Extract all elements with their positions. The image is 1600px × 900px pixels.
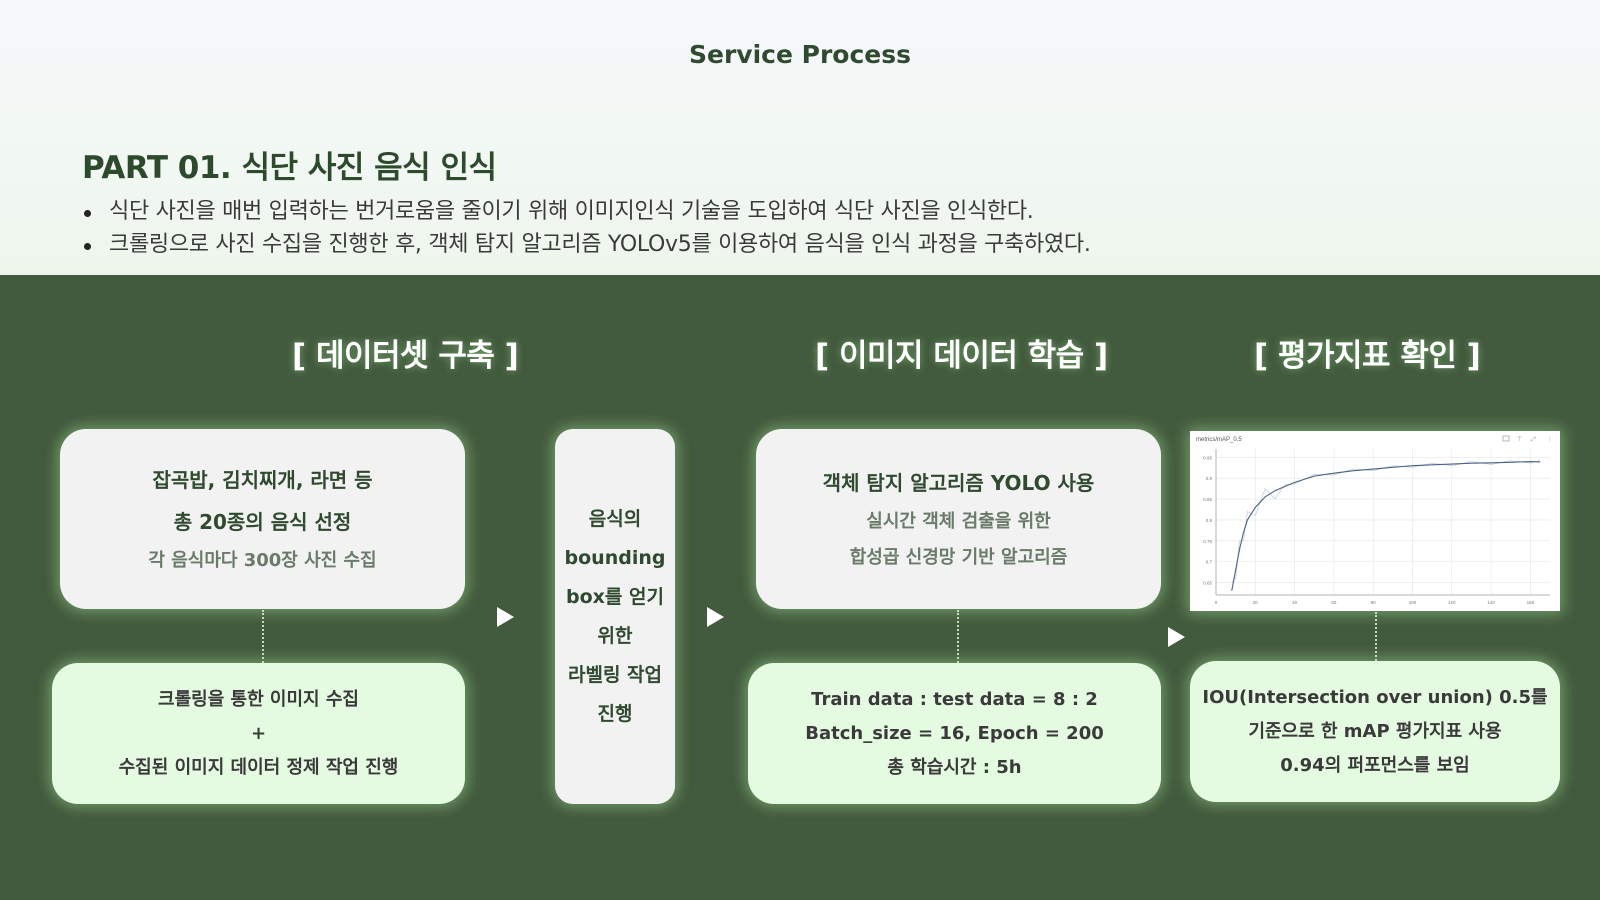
dotted-connector [262,610,264,663]
card-line: 합성곱 신경망 기반 알고리즘 [849,547,1068,568]
card-line: + [250,722,267,744]
x-tick-label: 100 [1409,600,1417,605]
header-section: Service Process PART 01. 식단 사진 음식 인식 식단 … [0,0,1600,275]
description-list: 식단 사진을 매번 입력하는 번거로움을 줄이기 위해 이미지인식 기술을 도입… [82,195,1091,261]
toggle-icon [1502,435,1510,442]
play-arrow-icon [497,607,514,627]
card-line: Batch_size = 16, Epoch = 200 [805,722,1104,744]
slide-title: Service Process [689,40,911,69]
y-tick-label: 0.75 [1203,539,1212,544]
card-line: 수집된 이미지 데이터 정제 작업 진행 [118,756,399,778]
map-chart-svg: metrics/mAP_0.5 ⊤ ⤢ ⋮ 0.65 0.7 0.75 0.8 0.85 0.9 0… [1196,435,1553,605]
dataset-selection-card: 잡곡밥, 김치찌개, 라면 등 총 20종의 음식 선정 각 음식마다 300장… [60,429,465,609]
x-tick-label: 120 [1448,600,1456,605]
part-title: PART 01. 식단 사진 음식 인식 [82,150,497,186]
series-raw-line [1231,459,1541,583]
x-tick-label: 60 [1331,600,1337,605]
x-tick-label: 160 [1527,600,1535,605]
training-config-card: Train data : test data = 8 : 2 Batch_siz… [748,663,1161,804]
card-line: 0.94의 퍼포먼스를 보임 [1280,754,1470,776]
play-arrow-icon [1168,627,1185,647]
play-arrow-icon [707,607,724,627]
card-line: 잡곡밥, 김치찌개, 라면 등 [152,468,373,492]
pin-icon: ⊤ [1517,436,1522,443]
x-tick-label: 140 [1487,600,1495,605]
y-tick-label: 0.85 [1203,497,1212,502]
card-line: 음식의 [588,507,642,530]
x-tick-label: 20 [1253,600,1259,605]
card-line: 실시간 객체 검출을 위한 [866,511,1051,532]
card-line: bounding [564,546,666,569]
more-icon: ⋮ [1547,436,1553,443]
chart-title: metrics/mAP_0.5 [1196,437,1242,443]
labeling-card: 음식의 bounding box를 얻기 위한 라벨링 작업 진행 [555,429,675,804]
card-line: box를 얻기 [566,585,664,608]
card-line: 총 20종의 음식 선정 [173,510,352,534]
y-tick-label: 0.7 [1206,560,1213,565]
yolo-algorithm-card: 객체 탐지 알고리즘 YOLO 사용 실시간 객체 검출을 위한 합성곱 신경망… [756,429,1161,609]
card-line: 각 음식마다 300장 사진 수집 [148,550,377,571]
series-line [1231,460,1541,591]
x-tick-label: 80 [1371,600,1377,605]
evaluation-section-title: [ 평가지표 확인 ] [1254,338,1481,374]
card-line: Train data : test data = 8 : 2 [811,688,1098,710]
y-tick-label: 0.65 [1203,580,1212,585]
card-line: IOU(Intersection over union) 0.5를 [1202,686,1548,708]
card-line: 객체 탐지 알고리즘 YOLO 사용 [822,471,1095,495]
dataset-section-title: [ 데이터셋 구축 ] [292,338,519,374]
card-line: 총 학습시간 : 5h [887,756,1022,778]
x-tick-label: 40 [1292,600,1298,605]
dotted-connector [1375,612,1377,661]
y-tick-label: 0.95 [1203,455,1212,460]
card-line: 진행 [597,702,633,725]
training-section-title: [ 이미지 데이터 학습 ] [815,338,1108,374]
y-tick-label: 0.9 [1206,476,1213,481]
card-line: 라벨링 작업 [567,663,662,686]
card-line: 크롤링을 통한 이미지 수집 [158,688,359,710]
evaluation-metric-card: IOU(Intersection over union) 0.5를 기준으로 한… [1190,661,1560,802]
card-line: 위한 [597,624,633,647]
description-item: 크롤링으로 사진 수집을 진행한 후, 객체 탐지 알고리즘 YOLOv5를 이… [82,228,1091,261]
y-tick-label: 0.8 [1206,518,1213,523]
map-chart: metrics/mAP_0.5 ⊤ ⤢ ⋮ 0.65 0.7 0.75 0.8 0.85 0.9 0… [1190,431,1560,611]
dotted-connector [957,610,959,663]
x-tick-label: 0 [1215,600,1218,605]
card-line: 기준으로 한 mAP 평가지표 사용 [1248,720,1502,742]
dataset-crawling-card: 크롤링을 통한 이미지 수집 + 수집된 이미지 데이터 정제 작업 진행 [52,663,465,804]
expand-icon: ⤢ [1531,436,1536,443]
description-item: 식단 사진을 매번 입력하는 번거로움을 줄이기 위해 이미지인식 기술을 도입… [82,195,1091,228]
